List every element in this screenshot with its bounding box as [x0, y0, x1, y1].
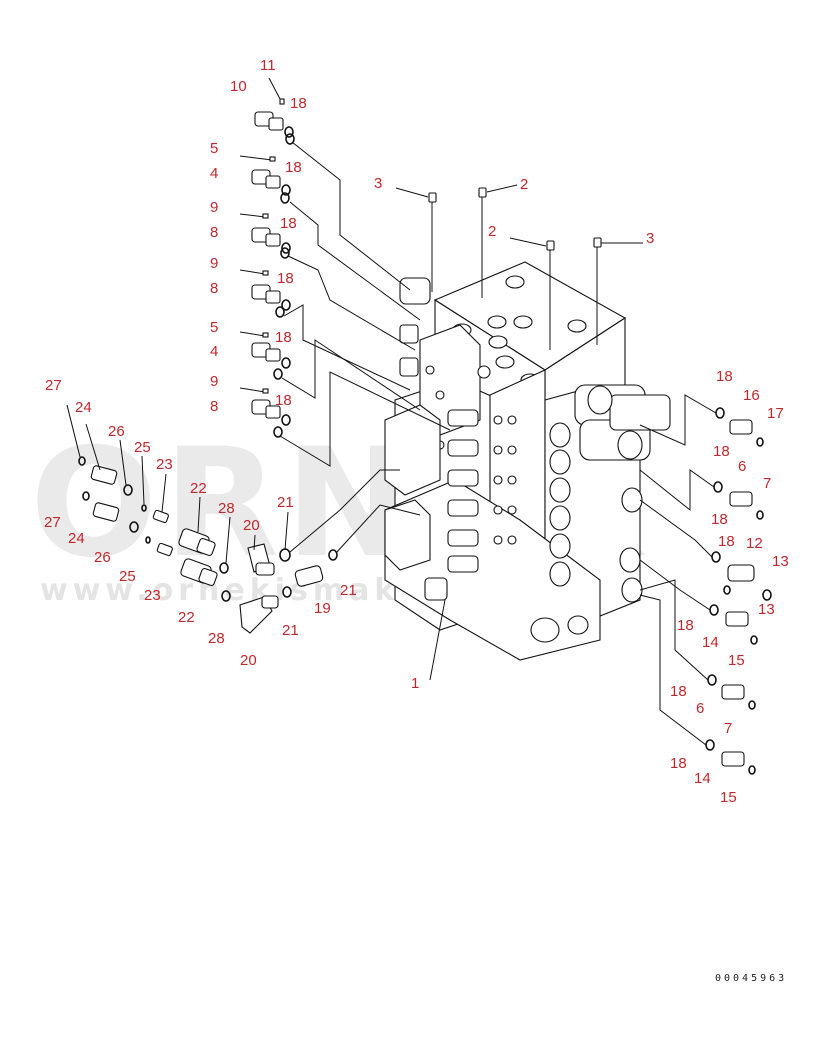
callout-18: 18 — [275, 392, 292, 409]
callout-21: 21 — [282, 622, 299, 639]
callout-18: 18 — [285, 159, 302, 176]
callout-18: 18 — [716, 368, 733, 385]
callout-2: 2 — [520, 176, 528, 193]
callout-13: 13 — [772, 553, 789, 570]
callout-leaders — [66, 184, 643, 564]
callout-24: 24 — [75, 399, 92, 416]
callout-22: 22 — [190, 480, 207, 497]
lower-left-fittings — [78, 456, 421, 634]
callout-13: 13 — [758, 601, 775, 618]
callout-21: 21 — [277, 494, 294, 511]
callout-8: 8 — [210, 398, 218, 415]
left-elbow-fittings — [239, 98, 294, 426]
spool-caps — [447, 409, 479, 573]
callout-18: 18 — [280, 215, 297, 232]
callout-8: 8 — [210, 224, 218, 241]
callout-21: 21 — [340, 582, 357, 599]
callout-18: 18 — [718, 533, 735, 550]
drawing-number: 00045963 — [715, 973, 787, 984]
callout-5: 5 — [210, 140, 218, 157]
callout-18: 18 — [670, 683, 687, 700]
leader-lines-left — [268, 77, 451, 467]
callout-1: 1 — [411, 675, 419, 692]
callout-18: 18 — [290, 95, 307, 112]
callout-4: 4 — [210, 165, 218, 182]
callout-3: 3 — [374, 175, 382, 192]
callout-7: 7 — [763, 475, 771, 492]
callout-2: 2 — [488, 223, 496, 240]
callout-11: 11 — [260, 57, 276, 74]
right-side-fittings — [429, 394, 772, 775]
callout-12: 12 — [746, 535, 763, 552]
callout-9: 9 — [210, 199, 218, 216]
callout-27: 27 — [45, 377, 62, 394]
callout-18: 18 — [677, 617, 694, 634]
callout-17: 17 — [767, 405, 784, 422]
callout-23: 23 — [144, 587, 161, 604]
callout-26: 26 — [94, 549, 111, 566]
callout-28: 28 — [208, 630, 225, 647]
callout-25: 25 — [134, 439, 151, 456]
solenoid-valves — [574, 384, 671, 603]
callout-23: 23 — [156, 456, 173, 473]
callout-20: 20 — [243, 517, 260, 534]
callout-20: 20 — [240, 652, 257, 669]
callout-28: 28 — [218, 500, 235, 517]
callout-18: 18 — [275, 329, 292, 346]
callout-10: 10 — [230, 78, 247, 95]
callout-6: 6 — [696, 700, 704, 717]
callout-18: 18 — [713, 443, 730, 460]
callout-27: 27 — [44, 514, 61, 531]
callout-9: 9 — [210, 373, 218, 390]
callout-5: 5 — [210, 319, 218, 336]
callout-22: 22 — [178, 609, 195, 626]
o-rings-left — [273, 133, 295, 438]
callout-26: 26 — [108, 423, 125, 440]
control-valve-assembly — [384, 261, 671, 661]
callout-labels: 1 2 2 3 3 4 4 6 6 7 7 5 5 8 8 8 9 9 9 10… — [44, 57, 789, 806]
callout-9: 9 — [210, 255, 218, 272]
callout-3: 3 — [646, 230, 654, 247]
callout-8: 8 — [210, 280, 218, 297]
callout-18: 18 — [277, 270, 294, 287]
callout-15: 15 — [720, 789, 737, 806]
callout-14: 14 — [702, 634, 719, 651]
callout-7: 7 — [724, 720, 732, 737]
callout-25: 25 — [119, 568, 136, 585]
callout-18: 18 — [670, 755, 687, 772]
callout-4: 4 — [210, 343, 218, 360]
callout-18: 18 — [711, 511, 728, 528]
front-port-fittings — [549, 422, 571, 587]
callout-14: 14 — [694, 770, 711, 787]
callout-15: 15 — [728, 652, 745, 669]
callout-6: 6 — [738, 458, 746, 475]
callout-19: 19 — [314, 600, 331, 617]
top-plugs — [428, 187, 602, 350]
callout-24: 24 — [68, 530, 85, 547]
callout-16: 16 — [743, 387, 760, 404]
